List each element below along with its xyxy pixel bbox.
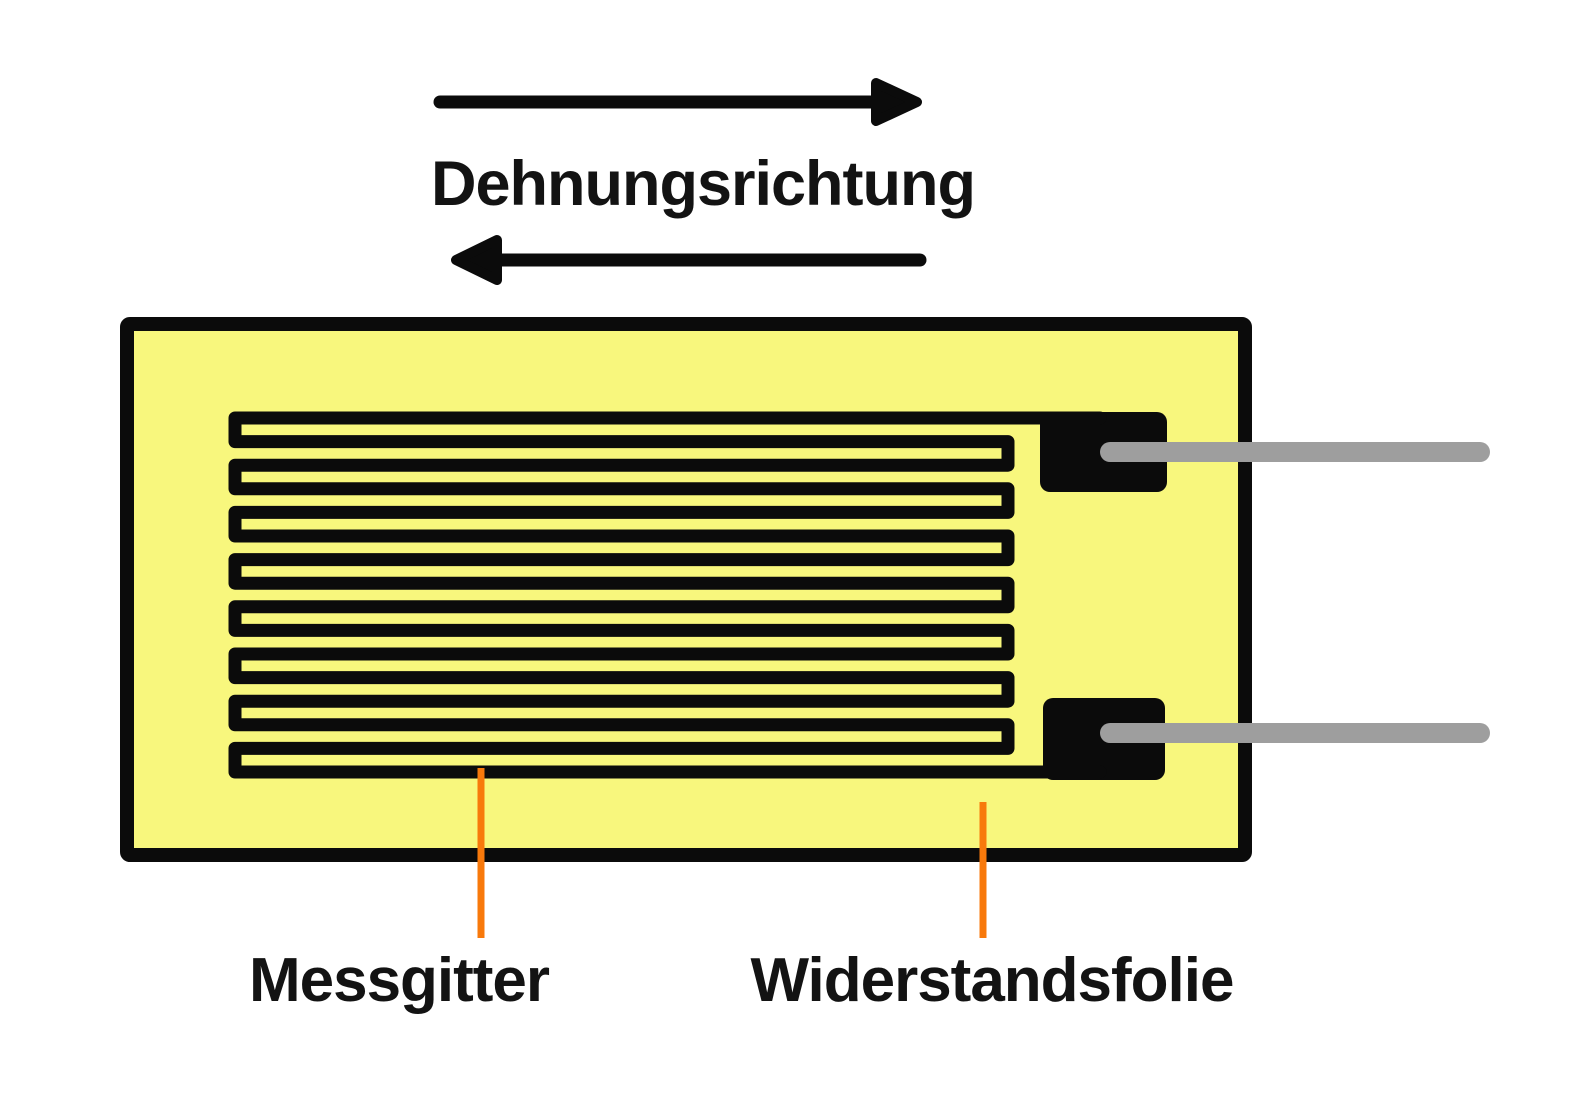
arrow-right-head <box>871 78 922 126</box>
measuring-grid <box>228 411 1107 779</box>
arrow-left-head <box>451 235 502 285</box>
widerstandsfolie-label: Widerstandsfolie <box>750 946 1235 1015</box>
arrow-right-icon <box>433 78 922 126</box>
messgitter-label: Messgitter <box>248 946 550 1015</box>
strain-direction-arrows <box>433 78 927 285</box>
strain-direction-label: Dehnungsrichtung <box>431 149 976 219</box>
arrow-left-icon <box>451 235 927 285</box>
